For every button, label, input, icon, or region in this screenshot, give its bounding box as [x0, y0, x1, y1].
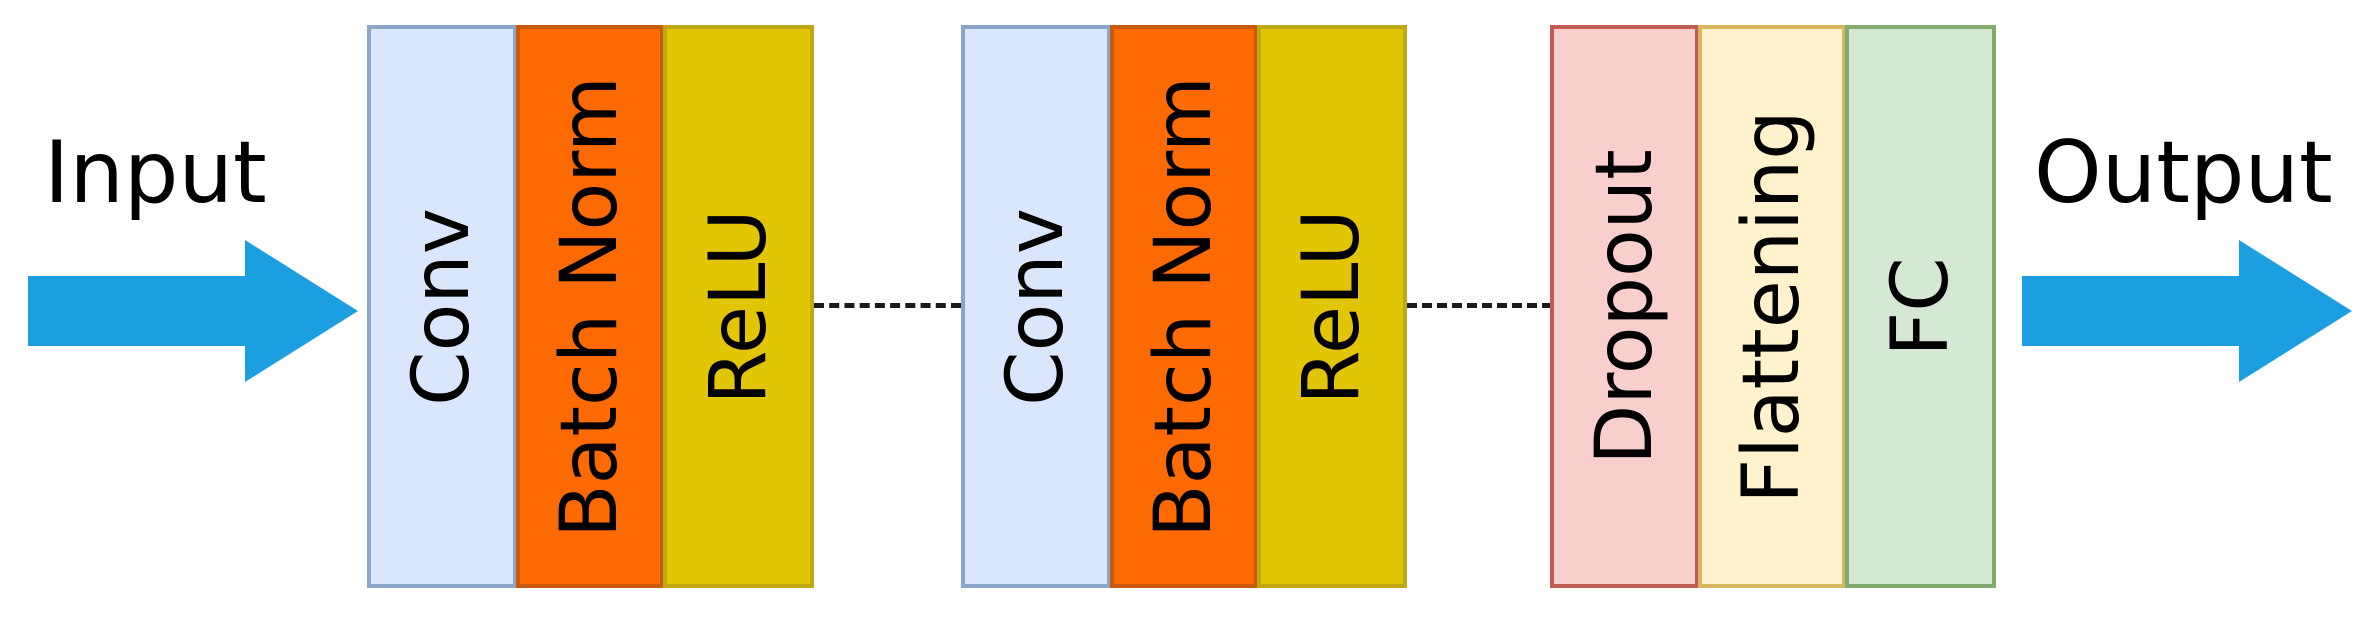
- block-1-conv-layer: Conv: [367, 25, 517, 588]
- dropout-layer: Dropout: [1550, 25, 1699, 588]
- block-2-batchnorm-label: Batch Norm: [1139, 75, 1229, 538]
- input-arrow-icon: [28, 240, 358, 382]
- block-2-relu-label: ReLU: [1287, 208, 1377, 405]
- block-1-batchnorm-label: Batch Norm: [545, 75, 635, 538]
- output-arrow-icon: [2022, 240, 2352, 382]
- block-1-conv-label: Conv: [397, 207, 487, 406]
- fc-layer: FC: [1845, 25, 1996, 588]
- output-label: Output: [2034, 123, 2333, 223]
- input-label: Input: [44, 123, 267, 223]
- block-2-conv-label: Conv: [991, 207, 1081, 406]
- dashed-connector-2: [1407, 303, 1552, 308]
- block-1-relu-layer: ReLU: [663, 25, 814, 588]
- block-2-batchnorm-layer: Batch Norm: [1110, 25, 1258, 588]
- dropout-label: Dropout: [1579, 148, 1670, 465]
- block-2-relu-layer: ReLU: [1257, 25, 1407, 588]
- block-1-relu-label: ReLU: [693, 208, 784, 405]
- block-1-batchnorm-layer: Batch Norm: [516, 25, 664, 588]
- input-arrow-shape: [28, 240, 358, 382]
- fc-label: FC: [1875, 256, 1966, 357]
- flattening-layer: Flattening: [1698, 25, 1846, 588]
- output-arrow-shape: [2022, 240, 2352, 382]
- dashed-connector-1: [814, 303, 961, 308]
- block-2-conv-layer: Conv: [961, 25, 1111, 588]
- flattening-label: Flattening: [1727, 109, 1817, 504]
